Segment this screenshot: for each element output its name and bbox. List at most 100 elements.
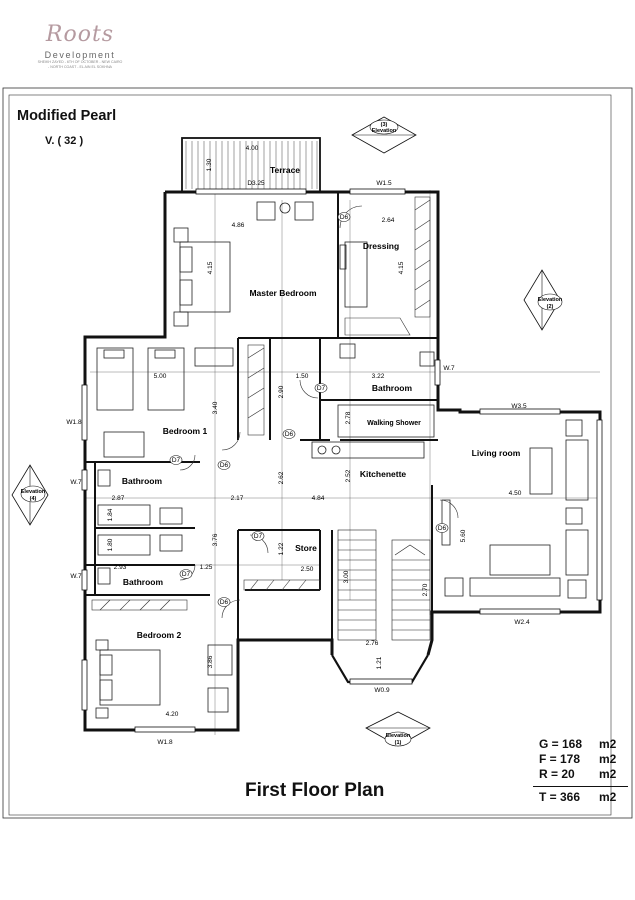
floor-title: First Floor Plan: [245, 780, 385, 801]
logo-line-2: - NORTH COAST - EL AIN EL SOKHNA: [48, 65, 112, 69]
elevation-marker-1: [365, 711, 431, 747]
logo-subtitle: Development: [44, 50, 116, 60]
dim-label: W2.4: [514, 619, 530, 626]
door-swings: [179, 205, 459, 619]
dim-label: W0.9: [374, 687, 390, 694]
area-total-row: T = 366 m2: [533, 786, 628, 805]
area-unit: m2: [599, 752, 617, 766]
plan-title: Modified Pearl: [17, 108, 117, 124]
dim-label: 4.15: [207, 261, 214, 274]
dim-label: 3.22: [372, 373, 385, 380]
elevation-1-label: Elevation: [386, 733, 411, 739]
elevation-4-label: Elevation: [21, 489, 46, 495]
living-sofa-right: [565, 439, 589, 501]
elevation-1-number: (1): [395, 740, 402, 746]
villa-code: V. ( 32 ): [45, 135, 84, 147]
dim-label: 1.22: [278, 542, 285, 555]
dim-label: 2.62: [278, 471, 285, 484]
dim-label: 3.76: [212, 533, 219, 546]
dim-label: 4.20: [166, 711, 179, 718]
dim-label: 2.76: [366, 640, 379, 647]
area-total-value: T = 366: [539, 790, 581, 804]
area-value: G = 168: [539, 737, 583, 751]
dim-label: 4.00: [246, 145, 259, 152]
bedroom1-bed-a: [96, 347, 134, 411]
room-label-bathroom1: Bathroom: [122, 476, 163, 486]
dim-label: W1.8: [157, 739, 173, 746]
door-tag: [314, 383, 328, 393]
elevation-3-number: (3): [381, 122, 388, 128]
room-label-terrace: Terrace: [270, 165, 300, 175]
dim-label: 2.17: [231, 495, 244, 502]
door-label: D7: [317, 385, 326, 392]
area-unit: m2: [599, 790, 617, 804]
dim-label: W.7: [70, 479, 82, 486]
dim-label: 2.64: [382, 217, 395, 224]
dim-label: 4.15: [398, 261, 405, 274]
room-label-store: Store: [295, 543, 317, 553]
dim-label: 1.80: [107, 538, 114, 551]
dim-label: W1.5: [376, 180, 392, 187]
dim-label: 1.25: [200, 564, 213, 571]
dim-label: 2.90: [278, 385, 285, 398]
sheet-frame-inner: [8, 94, 612, 816]
dim-label: 2.52: [345, 469, 352, 482]
sheet-frame-outer: [2, 87, 633, 819]
door-label: D7: [254, 533, 263, 540]
door-tag: [179, 569, 193, 579]
dim-label: 2.93: [114, 564, 127, 571]
dim-label: 2.50: [301, 566, 314, 573]
elevation-2-label: Elevation: [538, 297, 563, 303]
area-unit: m2: [599, 737, 617, 751]
door-tag: [217, 597, 231, 607]
door-label: D7: [182, 571, 191, 578]
interior-walls: [85, 192, 438, 730]
door-label: D6: [285, 431, 294, 438]
dim-label: 5.60: [460, 529, 467, 542]
room-label-living-room: Living room: [472, 448, 521, 458]
dim-label: 1.84: [107, 508, 114, 521]
dim-label: W3.5: [511, 403, 527, 410]
bedroom1-bed-b: [147, 347, 185, 411]
door-label: D7: [172, 457, 181, 464]
dim-label: 2.87: [112, 495, 125, 502]
dim-label: 4.86: [232, 222, 245, 229]
door-tag: [282, 429, 296, 439]
logo-line-1: SHEIKH ZAYED - 6TH OF OCTOBER - NEW CAIR…: [37, 60, 123, 64]
elevation-2-number: (2): [547, 304, 554, 310]
door-label: D6: [438, 525, 447, 532]
dim-label: W1.8: [66, 419, 82, 426]
area-unit: m2: [599, 767, 617, 781]
elevation-marker-2: [523, 269, 563, 331]
dim-label: W.7: [70, 573, 82, 580]
door-tag: [217, 460, 231, 470]
dim-label: 2.70: [422, 583, 429, 596]
master-bed: [179, 241, 231, 313]
elevation-marker-4: [11, 464, 49, 526]
room-label-master-bedroom: Master Bedroom: [249, 288, 317, 298]
door-label: D6: [220, 462, 229, 469]
dim-label: 4.84: [312, 495, 325, 502]
terrace-railing: [185, 141, 318, 189]
area-value: R = 20: [539, 767, 575, 781]
dim-label: D3.25: [247, 180, 265, 187]
dim-label: 1.30: [206, 158, 213, 171]
dim-label: 2.78: [345, 411, 352, 424]
room-label-bedroom2: Bedroom 2: [137, 630, 182, 640]
room-label-bathroom2: Bathroom: [123, 577, 164, 587]
company-logo: Roots Development SHEIKH ZAYED - 6TH OF …: [0, 22, 160, 70]
room-label-dressing: Dressing: [363, 241, 399, 251]
bedroom2-bed: [99, 649, 161, 706]
room-label-walking-shower: Walking Shower: [367, 420, 421, 427]
elevation-marker-3: [351, 116, 417, 154]
door-label: D6: [220, 599, 229, 606]
dim-label: 1.50: [296, 373, 309, 380]
door-tag: [251, 531, 265, 541]
staircase: [337, 529, 431, 641]
door-tag: [169, 455, 183, 465]
logo-brand: Roots: [45, 22, 115, 47]
dim-label: W.7: [443, 365, 455, 372]
hatched-columns: [91, 196, 431, 611]
